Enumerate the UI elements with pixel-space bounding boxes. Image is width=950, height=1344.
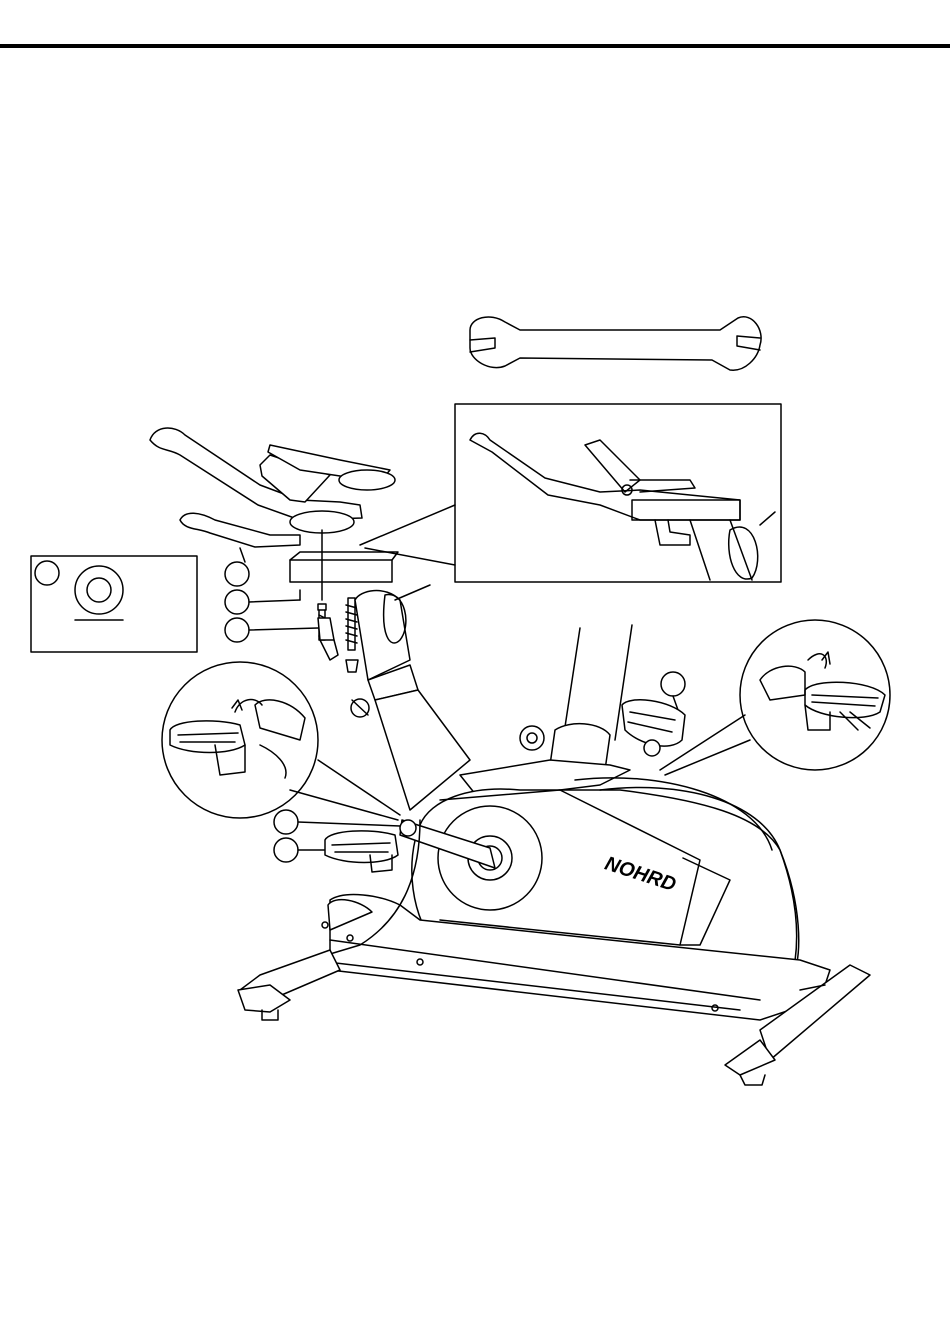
inset-leader-top bbox=[360, 505, 455, 545]
handlebar-detail-inset bbox=[455, 404, 781, 582]
knob-icon bbox=[318, 618, 338, 660]
callout-knob-part bbox=[225, 618, 249, 642]
left-pedal-zoom bbox=[162, 662, 400, 820]
callout-right-pedal-part bbox=[661, 672, 685, 696]
callout-left-crank-part bbox=[274, 810, 298, 834]
washer-detail-box bbox=[31, 556, 197, 652]
wrench-icon bbox=[470, 317, 761, 370]
right-pedal-zoom bbox=[660, 620, 890, 775]
callout-bolt-part bbox=[225, 590, 249, 614]
left-pedal-icon bbox=[325, 831, 398, 872]
callout-handlebar-part bbox=[225, 562, 249, 586]
callout-left-pedal-part bbox=[274, 838, 298, 862]
handlebar-icon bbox=[150, 428, 395, 562]
right-pedal-icon bbox=[622, 700, 685, 756]
handlebar-post-icon bbox=[290, 530, 398, 600]
